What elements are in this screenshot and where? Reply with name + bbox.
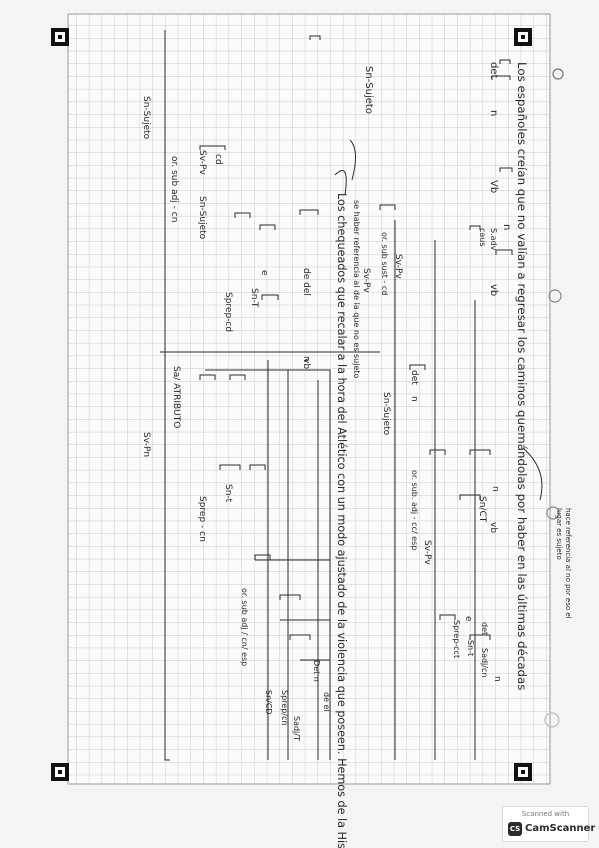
tree-label: Sadj/T xyxy=(292,716,301,741)
main-sentence: Los españoles creían que no valían a reg… xyxy=(515,62,529,690)
corner-marker-bottom-left xyxy=(51,763,69,781)
tree-label: n xyxy=(492,676,502,682)
tree-label: n xyxy=(301,356,311,362)
tree-label: Sn-Sujeto xyxy=(197,196,207,240)
corner-marker-top-right xyxy=(514,28,532,46)
camscanner-badge: Scanned with CS CamScanner xyxy=(502,806,595,842)
inner-note: se haber referencia al de la que no es s… xyxy=(352,200,361,379)
tree-label: vb xyxy=(488,522,498,533)
tree-label: e xyxy=(259,270,269,276)
corner-marker-top-left xyxy=(51,28,69,46)
corner-marker-bottom-right xyxy=(514,763,532,781)
camscanner-logo-icon: CS xyxy=(508,822,522,836)
badge-brand: CamScanner xyxy=(525,823,596,834)
tree-label: Sprep-cct xyxy=(452,620,461,658)
tree-label: e xyxy=(463,616,473,622)
tree-label: n xyxy=(409,396,419,402)
tree-label: Sprep-cd xyxy=(223,292,233,332)
tree-label: n xyxy=(501,224,512,230)
note-right-2: lugar es sujeto xyxy=(555,508,563,560)
tree-label: det xyxy=(480,622,489,635)
tree-label: or. sub adj - cn xyxy=(169,156,179,222)
tree-label: Sv-Pn xyxy=(141,432,151,457)
tree-label: Sn-Sujeto xyxy=(141,96,151,140)
note-right: hace referencia al no por eso el xyxy=(564,508,572,619)
tree-label: Sn/CT xyxy=(477,496,487,523)
tree-label: S.adv xyxy=(489,228,498,251)
tree-label: Sn-t xyxy=(223,484,233,503)
tree-label: Sadj/cn xyxy=(480,648,489,677)
tree-label: Sv-Pv xyxy=(422,540,432,565)
tree-label: de el xyxy=(322,692,331,712)
tree-label: de del xyxy=(301,268,311,296)
tree-label: Sv-Pv xyxy=(393,254,403,279)
tree-label: n xyxy=(490,486,500,492)
tree-label: Vb xyxy=(488,180,499,193)
tree-label: Sn-Sujeto xyxy=(381,392,391,436)
tree-label: Sn-Sujeto xyxy=(363,66,374,114)
tree-label: Sprep - cn xyxy=(197,496,207,542)
tree-label: caus xyxy=(478,228,487,247)
tree-label: det xyxy=(488,62,499,79)
tree-label: n xyxy=(488,110,499,116)
tree-label: vb xyxy=(488,284,499,296)
tree-label: vb xyxy=(301,358,311,369)
tree-label: Sv-Pv xyxy=(361,268,371,293)
badge-caption: Scanned with xyxy=(521,810,570,818)
tree-label: or. sub sust - cd xyxy=(380,232,389,295)
tree-label: or. sub adj / cn/ esp xyxy=(240,588,249,666)
tree-label: cd xyxy=(213,154,223,165)
tree-label: Sa/ ATRIBUTO xyxy=(171,366,181,428)
tree-label: Sn/CD xyxy=(264,690,273,715)
tree-label: Sprep/cn xyxy=(280,690,289,725)
relative-clause: Los chequeados que recalar a la hora del… xyxy=(335,193,348,848)
tree-label: Sv-Pv xyxy=(197,150,207,175)
tree-label: Sn-t xyxy=(466,640,475,656)
tree-label: det xyxy=(409,370,419,385)
tree-label: or. sub. adj - cc/ esp xyxy=(410,470,419,550)
tree-label: Det n xyxy=(312,660,321,682)
tree-label: Sn-T xyxy=(249,288,259,308)
syntax-tree-lines xyxy=(160,30,513,761)
